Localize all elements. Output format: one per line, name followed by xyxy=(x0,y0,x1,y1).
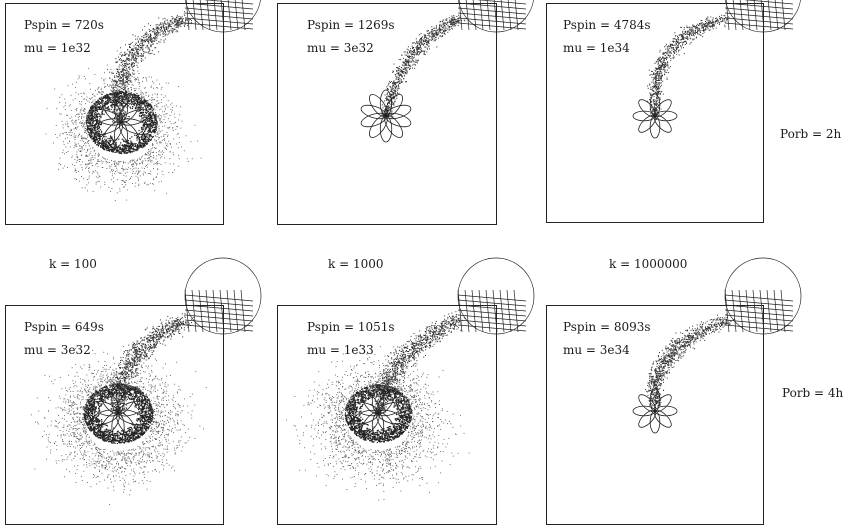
particle-halo xyxy=(31,340,207,505)
pspin-label: Pspin = 1269s xyxy=(307,18,395,32)
panel-6: Pspin = 8093s mu = 3e34 xyxy=(546,305,764,525)
panel-4: Pspin = 649s mu = 3e32 xyxy=(5,305,224,525)
column-label-k1000000: k = 1000000 xyxy=(609,257,687,271)
mu-label: mu = 1e34 xyxy=(563,41,630,55)
column-label-k100: k = 100 xyxy=(49,257,97,271)
accretion-stream xyxy=(108,313,194,417)
panel-1: Pspin = 720s mu = 1e32 xyxy=(5,3,224,225)
companion-star xyxy=(725,0,801,32)
accretion-plot-4 xyxy=(6,306,225,526)
row-label-porb-2h: Porb = 2h xyxy=(780,127,841,141)
companion-star xyxy=(185,258,261,334)
mu-label: mu = 1e33 xyxy=(307,343,374,357)
panel-2: Pspin = 1269s mu = 3e32 xyxy=(277,3,497,225)
companion-star xyxy=(458,258,534,334)
mu-label: mu = 3e34 xyxy=(563,343,630,357)
pspin-label: Pspin = 649s xyxy=(24,320,104,334)
accretion-stream xyxy=(645,314,735,410)
field-line-rosette xyxy=(633,94,677,138)
pspin-label: Pspin = 1051s xyxy=(307,320,395,334)
pspin-label: Pspin = 720s xyxy=(24,18,104,32)
mu-label: mu = 3e32 xyxy=(24,343,91,357)
panel-3: Pspin = 4784s mu = 1e34 xyxy=(546,3,764,223)
pspin-label: Pspin = 4784s xyxy=(563,18,651,32)
panel-5: Pspin = 1051s mu = 1e33 xyxy=(277,305,497,525)
accretion-plot-6 xyxy=(547,306,765,526)
column-label-k1000: k = 1000 xyxy=(328,257,384,271)
accretion-plot-1 xyxy=(6,4,225,226)
accretion-plot-3 xyxy=(547,4,765,224)
companion-star xyxy=(458,0,534,32)
mu-label: mu = 3e32 xyxy=(307,41,374,55)
mu-label: mu = 1e32 xyxy=(24,41,91,55)
companion-star xyxy=(725,258,801,334)
accretion-plot-2 xyxy=(278,4,498,226)
pspin-label: Pspin = 8093s xyxy=(563,320,651,334)
accretion-plot-5 xyxy=(278,306,498,526)
row-label-porb-4h: Porb = 4h xyxy=(782,386,843,400)
companion-star xyxy=(185,0,261,32)
